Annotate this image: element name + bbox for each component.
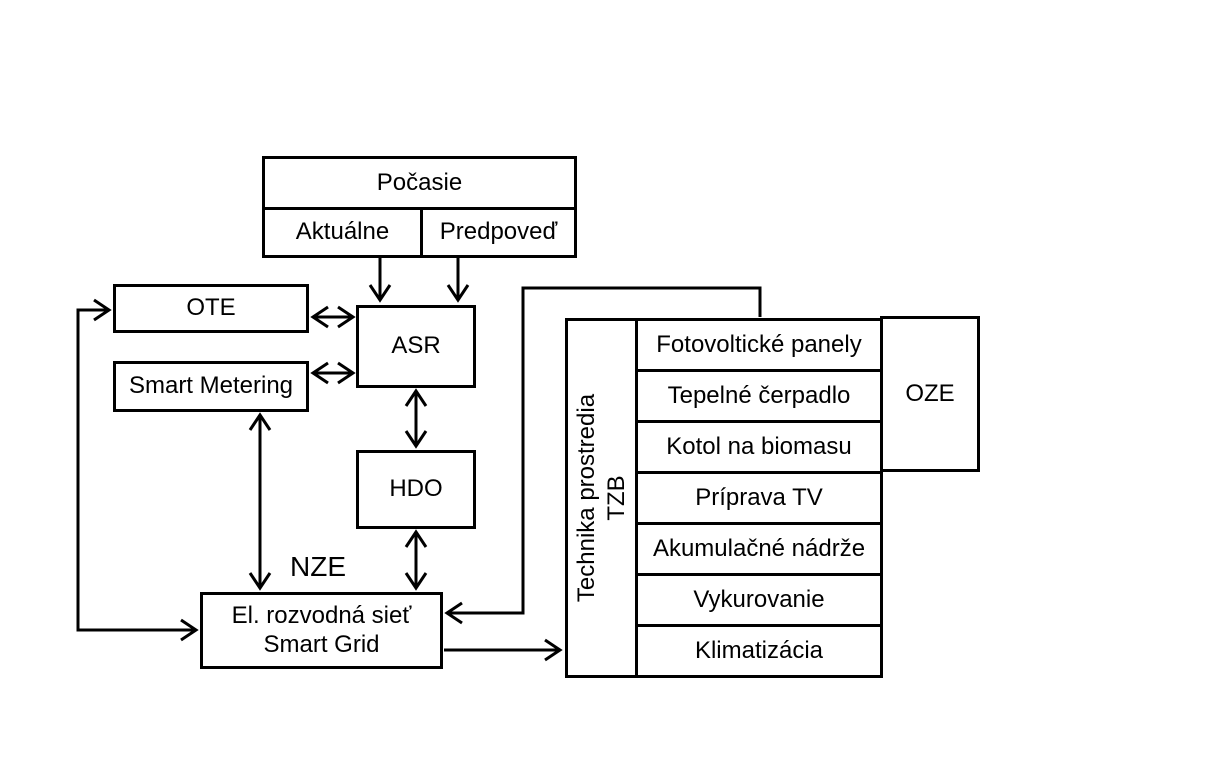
tzb-label-line2: TZB xyxy=(602,475,630,521)
smart-grid-line1: El. rozvodná sieť xyxy=(231,601,412,629)
oze-box: OZE xyxy=(880,316,980,472)
tzb-rows: Fotovoltické panely Tepelné čerpadlo Kot… xyxy=(638,321,880,675)
nze-label: NZE xyxy=(290,551,346,582)
ote-box: OTE xyxy=(113,284,309,333)
tzb-row-tepelne-cerpadlo: Tepelné čerpadlo xyxy=(638,372,880,423)
tzb-row-priprava-tv: Príprava TV xyxy=(638,474,880,525)
weather-current-cell: Aktuálne xyxy=(265,210,423,255)
smart-metering-box: Smart Metering xyxy=(113,361,309,412)
tzb-row-kotol-na-biomasu: Kotol na biomasu xyxy=(638,423,880,474)
tzb-side-cell: Technika prostredia TZB xyxy=(568,321,638,675)
tzb-label-line1: Technika prostredia xyxy=(572,393,600,603)
tzb-row-akumulacne-nadrze: Akumulačné nádrže xyxy=(638,525,880,576)
tzb-table: Technika prostredia TZB Fotovoltické pan… xyxy=(565,318,883,678)
tzb-row-klimatizacia: Klimatizácia xyxy=(694,636,824,664)
connector-tzb-to-smartgrid xyxy=(444,286,762,625)
weather-subrow: Aktuálne Predpoveď xyxy=(265,210,574,255)
smart-grid-box: El. rozvodná sieť Smart Grid xyxy=(200,592,443,669)
smart-grid-line2: Smart Grid xyxy=(263,630,380,658)
weather-forecast-cell: Predpoveď xyxy=(439,218,558,246)
weather-title: Počasie xyxy=(265,159,574,210)
asr-box: ASR xyxy=(356,305,476,388)
connector-left-loop xyxy=(76,298,199,642)
hdo-box: HDO xyxy=(356,450,476,529)
tzb-row-vykurovanie: Vykurovanie xyxy=(638,576,880,627)
tzb-vertical-label: Technika prostredia TZB xyxy=(572,394,632,602)
weather-box: Počasie Aktuálne Predpoveď xyxy=(262,156,577,258)
tzb-row-fotovoltaicke-panely: Fotovoltické panely xyxy=(638,321,880,372)
